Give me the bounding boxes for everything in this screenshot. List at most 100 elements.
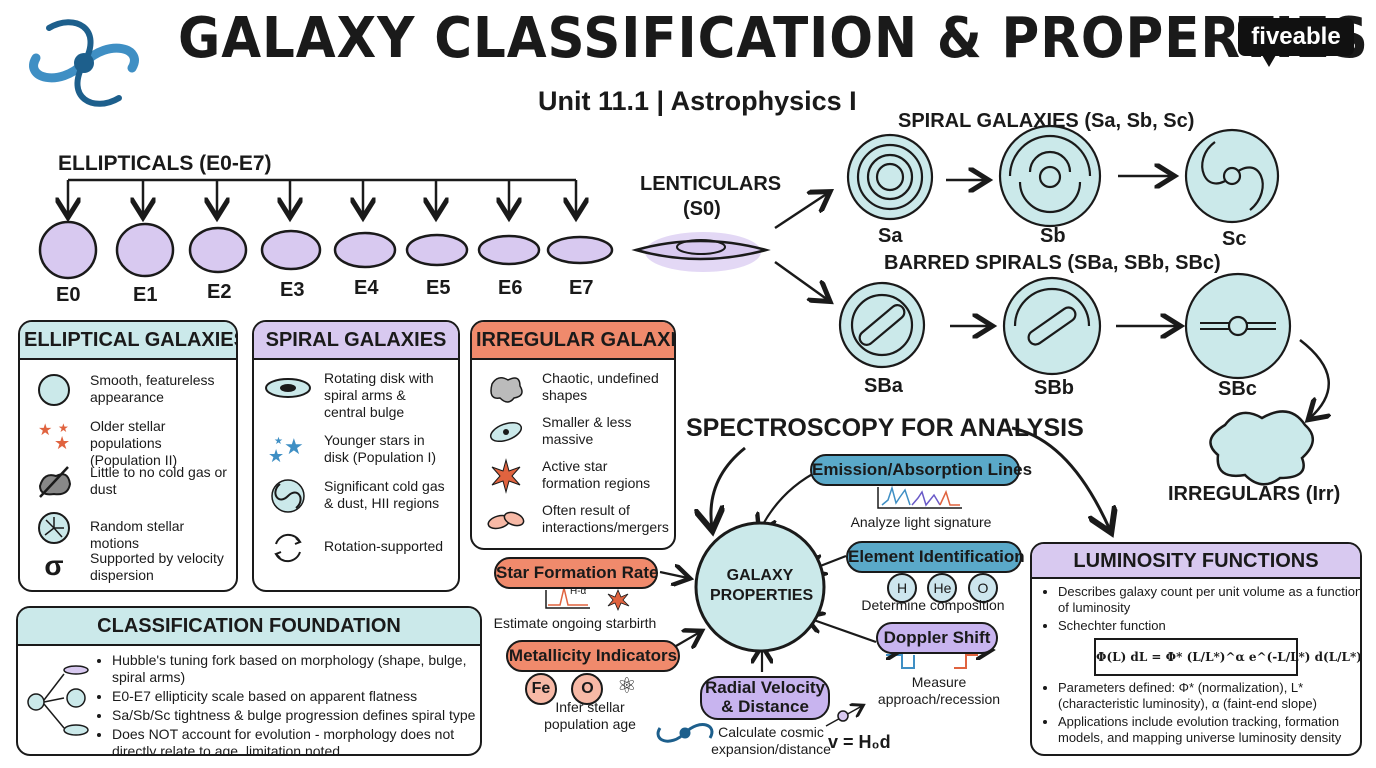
element-caption: Determine composition xyxy=(861,597,1005,613)
foundation-bullets: Hubble's tuning fork based on morphology… xyxy=(94,652,480,754)
young-stars-icon: ★★★ xyxy=(268,434,304,466)
small-galaxy-icon xyxy=(489,421,523,443)
sba-galaxy xyxy=(838,281,926,369)
list-item: Chaotic, undefined shapes xyxy=(472,368,674,408)
e3-label: E3 xyxy=(280,279,305,301)
random-motion-icon xyxy=(38,512,70,544)
list-item: Rotation-supported xyxy=(254,528,458,568)
sc-label: Sc xyxy=(1222,228,1247,250)
sa-galaxy xyxy=(846,133,934,221)
spiral-galaxy-icon xyxy=(656,723,714,743)
irregulars-label: IRREGULARS (Irr) xyxy=(1168,483,1341,505)
sb-label: Sb xyxy=(1040,225,1066,247)
old-stars-icon: ★★★ xyxy=(38,421,70,453)
chaotic-shape-icon xyxy=(490,377,523,403)
rotating-disk-icon xyxy=(265,378,311,398)
barred-title: BARRED SPIRALS (SBa, SBb, SBc) xyxy=(884,252,1221,274)
sba-label: SBa xyxy=(864,375,903,397)
helium-chip: He xyxy=(927,573,958,603)
e0-label: E0 xyxy=(56,284,81,306)
list-item: Describes galaxy count per unit volume a… xyxy=(1058,584,1360,616)
sbb-label: SBb xyxy=(1034,377,1074,399)
list-item: Often result of interactions/mergers xyxy=(472,500,674,540)
galaxy-properties-node xyxy=(694,521,826,653)
e6-galaxy xyxy=(477,234,541,266)
sbc-label: SBc xyxy=(1218,378,1257,400)
element-identification-node: Element Identification xyxy=(846,541,1025,573)
e2-label: E2 xyxy=(207,281,232,303)
e4-label: E4 xyxy=(354,277,379,299)
star-formation-rate-node: Star Formation Rate xyxy=(494,557,658,589)
list-item: Rotating disk with spiral arms & central… xyxy=(254,368,458,424)
svg-text:★: ★ xyxy=(58,421,69,435)
list-item: E0-E7 ellipticity scale based on apparen… xyxy=(112,688,480,705)
svg-text:★: ★ xyxy=(54,433,70,453)
list-item: Applications include evolution tracking,… xyxy=(1058,714,1360,746)
metallicity-caption: Infer stellar population age xyxy=(544,699,636,732)
list-item: Smaller & less massive xyxy=(472,412,674,452)
lenticular-galaxy xyxy=(631,232,771,272)
emission-caption: Analyze light signature xyxy=(850,514,992,530)
luminosity-functions-panel: LUMINOSITY FUNCTIONS Describes galaxy co… xyxy=(1030,542,1362,756)
svg-text:★: ★ xyxy=(274,436,283,447)
spectrum-graph-icon xyxy=(877,485,962,509)
emission-lines-node: Emission/Absorption Lines xyxy=(810,454,1032,486)
list-item: Significant cold gas & dust, HII regions xyxy=(254,476,458,516)
spiral-galaxies-panel: SPIRAL GALAXIES Rotating disk with spira… xyxy=(252,320,460,592)
oxygen-chip: O xyxy=(967,573,998,603)
sc-galaxy xyxy=(1184,128,1280,224)
list-item: Active star formation regions xyxy=(472,456,674,496)
e2-galaxy xyxy=(188,226,248,274)
radial-velocity-node: Radial Velocity & Distance xyxy=(700,676,830,720)
schechter-formula: Φ(L) dL = Φ* (L/L*)^α e^(-L/L*) d(L/L*) xyxy=(1094,638,1360,676)
merger-icon xyxy=(487,511,525,530)
sb-galaxy xyxy=(998,124,1102,228)
e7-label: E7 xyxy=(569,277,594,299)
ellipticals-title: ELLIPTICALS (E0-E7) xyxy=(58,152,272,175)
e5-label: E5 xyxy=(426,277,451,299)
e1-label: E1 xyxy=(133,284,158,306)
list-item: σ Supported by velocity dispersion xyxy=(20,548,236,588)
list-item: Little to no cold gas or dust xyxy=(20,462,236,502)
e1-galaxy xyxy=(115,222,175,278)
element-chips: H He O xyxy=(884,573,1001,603)
h-alpha-label: H-α xyxy=(570,586,587,597)
list-item: Smooth, featureless appearance xyxy=(20,370,236,410)
svg-text:★: ★ xyxy=(284,434,304,459)
panel-title: CLASSIFICATION FOUNDATION xyxy=(18,608,480,646)
list-item: ★★★ Older stellar populations (Populatio… xyxy=(20,416,236,468)
velocity-arrow-icon xyxy=(825,706,862,727)
radial-caption: Calculate cosmic expansion/distance xyxy=(711,724,831,757)
doppler-shift-node: Doppler Shift xyxy=(876,622,998,654)
svg-text:★: ★ xyxy=(268,446,284,466)
luminosity-bullets-bottom: Parameters defined: Φ* (normalization), … xyxy=(1040,680,1360,748)
sbb-galaxy xyxy=(1002,276,1102,376)
rotation-icon xyxy=(274,533,302,563)
galaxy-properties-label: GALAXY PROPERTIES xyxy=(710,567,814,604)
galaxy-logo-icon xyxy=(29,19,139,107)
metallicity-chips: Fe O ⚛ xyxy=(520,673,637,705)
svg-text:★: ★ xyxy=(38,422,52,439)
e6-label: E6 xyxy=(498,277,523,299)
sfr-caption: Estimate ongoing starbirth xyxy=(493,615,657,631)
page-title: GALAXY CLASSIFICATION & PROPERTIES xyxy=(178,6,1369,71)
e4-galaxy xyxy=(333,231,397,269)
atom-icon: ⚛ xyxy=(616,673,637,698)
luminosity-bullets-top: Describes galaxy count per unit volume a… xyxy=(1040,584,1360,636)
e3-galaxy xyxy=(260,229,322,271)
metallicity-indicators-node: Metallicity Indicators xyxy=(506,640,680,672)
iron-chip: Fe xyxy=(525,673,557,705)
list-item: Hubble's tuning fork based on morphology… xyxy=(112,652,480,686)
list-item: Random stellar motions xyxy=(20,508,236,551)
brand-logo: fiveable xyxy=(1238,18,1354,67)
no-gas-icon xyxy=(38,466,72,498)
e0-galaxy xyxy=(38,220,98,280)
panel-title: ELLIPTICAL GALAXIES xyxy=(20,322,236,360)
h-alpha-line-icon xyxy=(545,587,630,612)
list-item: Does NOT account for evolution - morphol… xyxy=(112,726,480,754)
e7-galaxy xyxy=(546,235,614,265)
e5-galaxy xyxy=(405,233,469,267)
page-subtitle: Unit 11.1 | Astrophysics I xyxy=(538,86,857,116)
classification-foundation-panel: CLASSIFICATION FOUNDATION Hubble's tunin… xyxy=(16,606,482,756)
sa-label: Sa xyxy=(878,225,903,247)
